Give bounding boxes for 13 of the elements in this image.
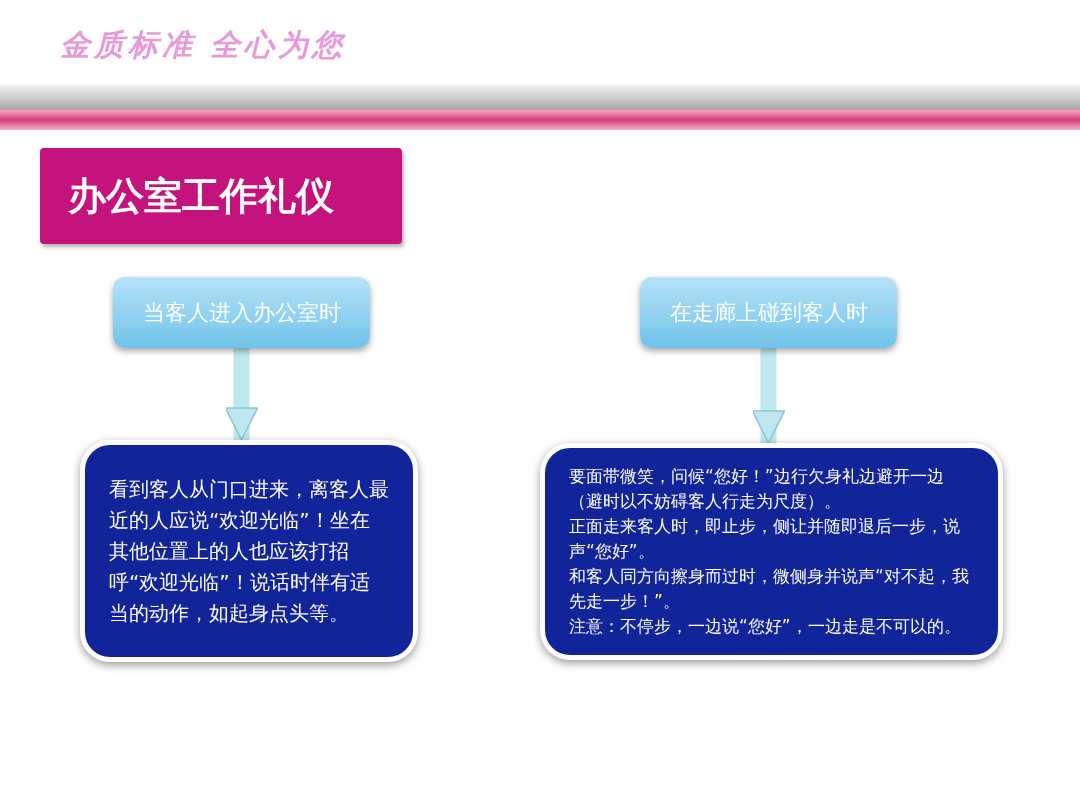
body-text: 和客人同方向擦身而过时，微侧身并说声“对不起，我先走一步！”。 (569, 565, 970, 613)
down-arrow (224, 348, 259, 441)
body-text: 看到客人从门口进来，离客人最近的人应说“欢迎光临”！坐在其他位置上的人也应该打招呼“欢迎光临”！说话时伴有适当的动作，如起身点头等。 (109, 475, 389, 627)
body-text: 注意：不停步，一边说“您好”，一边走是不可以的。 (569, 615, 962, 638)
down-arrow (751, 348, 786, 444)
heading-box (113, 277, 370, 348)
heading-text: 当客人进入办公室时 (142, 299, 341, 327)
heading-box (640, 277, 897, 348)
body-text: 要面带微笑，问候“您好！”边行欠身礼边避开一边（避时以不妨碍客人行走为尺度）。 (569, 465, 945, 513)
body-text: 正面走来客人时，即止步，侧让并随即退后一步，说声“您好”。 (569, 515, 961, 563)
heading-text: 在走廊上碰到客人时 (669, 299, 868, 327)
title: 办公室工作礼仪 (68, 172, 334, 220)
slogan: 金质标准 全心为您 (60, 26, 347, 64)
